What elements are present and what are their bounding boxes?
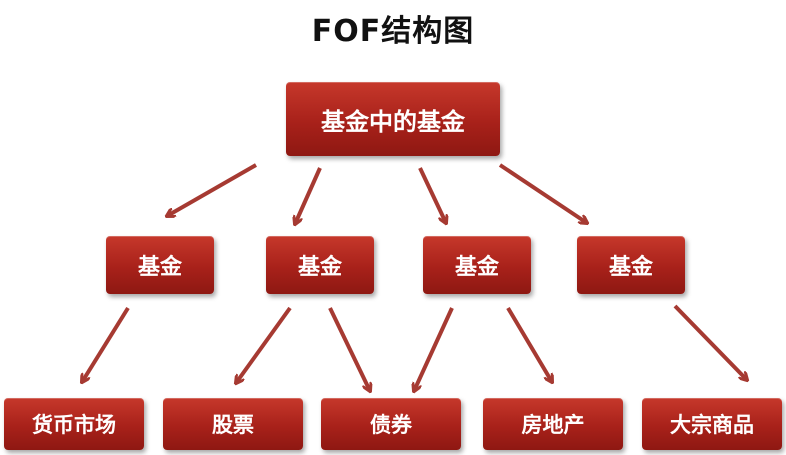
asset-node-label: 房地产 [521,413,585,437]
asset-node-label: 债券 [370,413,412,437]
arrow-fund-4-to-asset-5 [673,304,747,380]
diagram-title: FOF结构图 [311,14,475,49]
fund-node-label: 基金 [137,255,182,280]
arrow-fund-3-to-asset-3 [414,307,454,391]
root-node-fof: 基金中的基金 [286,82,500,156]
fund-node-label: 基金 [608,255,653,280]
arrow-fund-2-to-asset-2 [236,306,292,383]
asset-node-money-market: 货币市场 [4,398,144,450]
arrow-root-to-fund-4 [498,163,587,223]
arrow-fund-3-to-asset-4 [506,306,552,382]
arrow-root-to-fund-1 [167,163,257,216]
fund-node-1: 基金 [106,236,214,294]
fund-node-4: 基金 [577,236,685,294]
fund-node-label: 基金 [454,255,499,280]
asset-node-label: 大宗商品 [670,413,754,437]
asset-node-label: 货币市场 [32,413,116,437]
arrow-fund-2-to-asset-3 [328,307,370,391]
arrow-root-to-fund-2 [295,167,322,224]
fund-node-2: 基金 [266,236,374,294]
asset-node-label: 股票 [212,413,254,437]
asset-node-commodities: 大宗商品 [642,398,782,450]
asset-node-real-estate: 房地产 [483,398,623,450]
root-node-label: 基金中的基金 [321,107,465,136]
asset-node-stocks: 股票 [163,398,303,450]
fund-node-3: 基金 [423,236,531,294]
arrow-root-to-fund-3 [418,167,446,223]
asset-node-bonds: 债券 [321,398,461,450]
fund-node-label: 基金 [297,255,342,280]
arrow-fund-1-to-asset-1 [82,306,130,382]
